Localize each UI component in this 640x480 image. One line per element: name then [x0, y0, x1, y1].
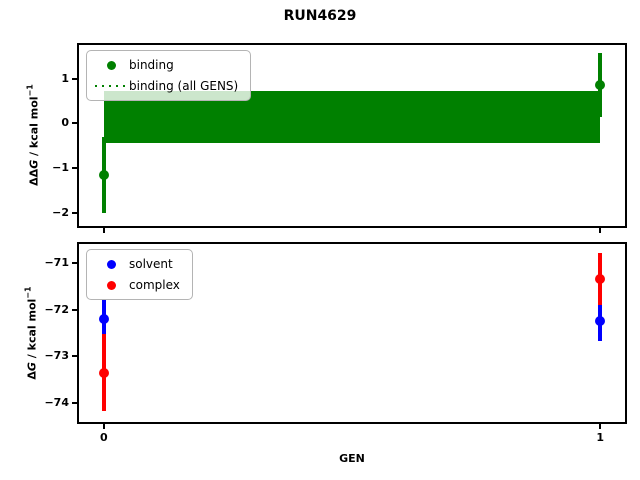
y-tick-label: −74: [44, 396, 69, 410]
y-tick-label: −71: [44, 255, 69, 269]
binding-data-point: [595, 80, 606, 91]
legend-item-binding: binding: [93, 55, 238, 75]
unit-exponent: −1: [23, 286, 33, 299]
legend-item-solvent: solvent: [93, 254, 180, 274]
x-tick-mark: [599, 424, 602, 429]
legend-label-complex: complex: [129, 278, 180, 292]
legend-marker-cell: [93, 280, 129, 290]
complex-data-point: [98, 367, 109, 378]
absolute-plot-axes: solvent complex −71 −72 −73 −74 0 1: [44, 242, 627, 444]
y-tick-mark: [72, 261, 77, 264]
x-axis-label: GEN: [339, 452, 365, 465]
solvent-dot-icon: [106, 259, 116, 269]
legend-marker-cell: [93, 85, 129, 87]
x-tick-mark: [102, 228, 105, 233]
legend-label-binding: binding: [129, 58, 174, 72]
legend-label-binding-all-gens: binding (all GENS): [129, 79, 239, 93]
y-tick-label: 0: [61, 116, 69, 130]
y-tick-mark: [72, 122, 77, 125]
y-tick-mark: [72, 77, 77, 80]
solvent-complex-legend: solvent complex: [86, 249, 193, 300]
solvent-data-point: [98, 313, 109, 324]
y-tick-label: −2: [52, 205, 69, 219]
complex-dot-icon: [106, 280, 116, 290]
legend-marker-cell: [93, 60, 129, 70]
legend-marker-cell: [93, 259, 129, 269]
figure-title: RUN4629: [283, 8, 357, 24]
y-tick-mark: [72, 211, 77, 214]
binding-data-point: [98, 169, 109, 180]
y-tick-mark: [72, 355, 77, 358]
legend-label-solvent: solvent: [129, 257, 173, 271]
x-tick-mark: [102, 424, 105, 429]
bottom-plot-y-axis-label: ΔG / kcal mol−1: [24, 286, 39, 379]
legend-item-binding-all-gens: binding (all GENS): [93, 76, 238, 96]
complex-data-point: [595, 274, 606, 285]
delta-symbol: Δ: [25, 371, 39, 380]
x-tick-mark: [599, 228, 602, 233]
solvent-data-point: [595, 316, 606, 327]
dotted-line-icon: [95, 85, 127, 87]
legend-item-complex: complex: [93, 275, 180, 295]
binding-dot-icon: [106, 60, 116, 70]
y-tick-label: −72: [44, 302, 69, 316]
binding-legend: binding binding (all GENS): [86, 50, 252, 101]
x-tick-label: 0: [99, 431, 108, 444]
y-tick-mark: [72, 308, 77, 311]
y-tick-label: −73: [44, 349, 69, 363]
x-tick-label: 1: [596, 431, 604, 444]
y-tick-label: −1: [52, 160, 69, 174]
y-tick-label: 1: [61, 71, 69, 85]
y-tick-mark: [72, 402, 77, 405]
binding-plot-axes: binding binding (all GENS) 1 0 −1 −2: [52, 43, 627, 233]
y-tick-mark: [72, 166, 77, 169]
